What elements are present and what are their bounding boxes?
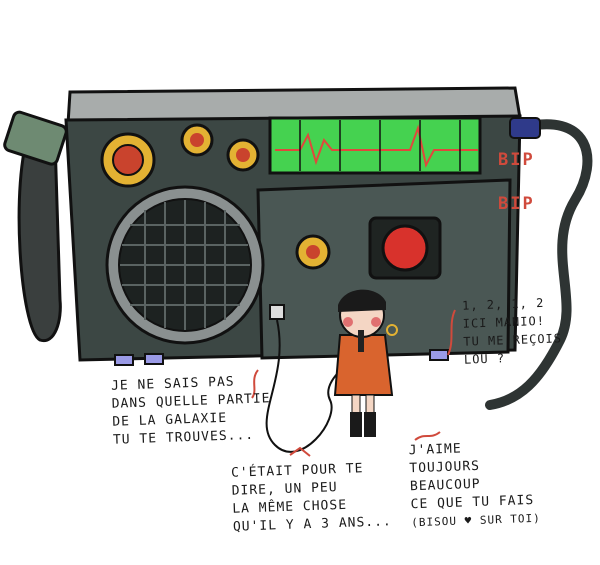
strap-clip <box>3 110 68 166</box>
bubble-bottom-mid: C'ÉTAIT POUR TE DIRE, UN PEU LA MÊME CHO… <box>231 459 392 537</box>
bip-label-1: BIP <box>498 150 535 170</box>
singer-character <box>333 289 398 437</box>
jack-socket <box>269 304 285 320</box>
power-cable <box>485 119 593 410</box>
red-button <box>381 224 429 272</box>
bubble-right-top: 1, 2, 1, 2 ICI MANIO! TU ME REÇOIS LOU ? <box>462 293 563 368</box>
radio-screen <box>268 116 482 175</box>
bubble-line: TU ME REÇOIS <box>463 331 563 349</box>
bubble-line: LOU ? <box>463 351 506 367</box>
radio-strap <box>17 128 62 343</box>
bubble-bottom-right: J'AIME TOUJOURS BEAUCOUP CE QUE TU FAIS … <box>408 438 542 532</box>
power-plug <box>509 117 541 139</box>
screen-wave <box>275 124 478 168</box>
bip-label-2: BIP <box>498 194 535 214</box>
bubble-left: JE NE SAIS PAS DANS QUELLE PARTIE DE LA … <box>111 372 272 450</box>
